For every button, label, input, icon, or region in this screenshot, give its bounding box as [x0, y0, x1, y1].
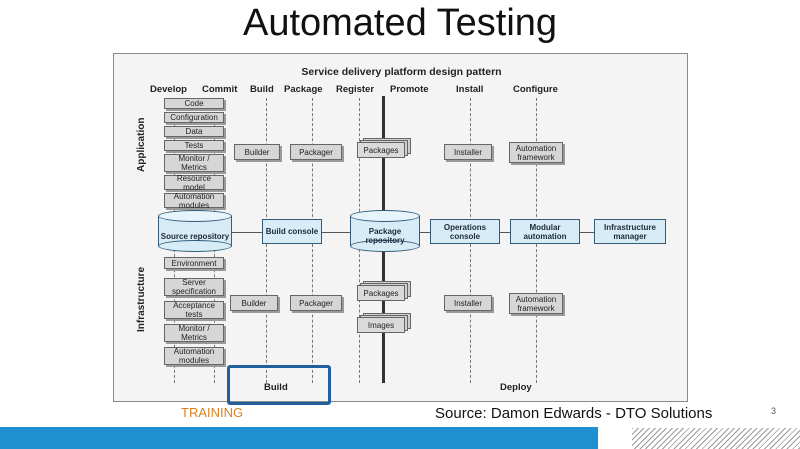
app-builder: Builder	[234, 144, 280, 160]
infra-images: Images	[357, 317, 405, 333]
column-package: Package	[284, 84, 323, 95]
bottom-label-build: Build	[264, 382, 288, 393]
app-packages: Packages	[357, 142, 405, 158]
column-commit: Commit	[202, 84, 238, 95]
app-packages-stack: Packages	[357, 138, 411, 164]
infra-item-acceptance-tests: Acceptance tests	[164, 301, 224, 319]
infra-automation-framework: Automation framework	[509, 293, 563, 314]
infra-images-stack: Images	[357, 313, 411, 339]
side-label-application: Application	[136, 117, 147, 172]
column-register: Register	[336, 84, 375, 95]
slide-title: Automated Testing	[242, 2, 558, 44]
infra-packages-stack: Packages	[357, 281, 411, 307]
source-citation: Source: Damon Edwards - DTO Solutions	[435, 405, 713, 422]
column-build: Build	[250, 84, 274, 95]
package-repository-cylinder: Package repository	[350, 210, 420, 252]
side-label-infrastructure: Infrastructure	[136, 266, 147, 332]
app-item-code: Code	[164, 98, 224, 109]
app-item-tests: Tests	[164, 140, 224, 151]
infra-item-server-specification: Server specification	[164, 278, 224, 296]
operations-console: Operations console	[430, 219, 500, 244]
app-item-configuration: Configuration	[164, 112, 224, 123]
page-number: 3	[771, 406, 777, 416]
app-installer: Installer	[444, 144, 492, 160]
app-item-resource-model: Resource model	[164, 174, 224, 192]
infra-installer: Installer	[444, 295, 492, 311]
modular-automation: Modular automation	[510, 219, 580, 244]
infra-item-automation-modules: Automation modules	[164, 347, 224, 365]
column-promote: Promote	[390, 84, 429, 95]
column-develop: Develop	[150, 84, 187, 95]
footer-hatch-pattern	[632, 428, 800, 449]
package-repository-label: Package repository	[365, 227, 405, 245]
infra-item-environment: Environment	[164, 257, 224, 269]
infra-packages: Packages	[357, 285, 405, 301]
column-install: Install	[456, 84, 484, 95]
footer-blue-bar	[0, 427, 598, 449]
app-item-monitor-metrics: Monitor / Metrics	[164, 154, 224, 172]
app-packager: Packager	[290, 144, 342, 160]
design-pattern-diagram: Service delivery platform design pattern…	[113, 53, 688, 402]
source-repository-cylinder: Source repository	[158, 210, 232, 252]
build-highlight-box	[227, 365, 331, 405]
infra-item-monitor-metrics: Monitor / Metrics	[164, 324, 224, 342]
infra-builder: Builder	[230, 295, 278, 311]
bottom-label-deploy: Deploy	[500, 382, 532, 393]
build-console: Build console	[262, 219, 322, 244]
app-item-data: Data	[164, 126, 224, 137]
app-automation-framework: Automation framework	[509, 142, 563, 163]
column-configure: Configure	[513, 84, 558, 95]
infra-packager: Packager	[290, 295, 342, 311]
training-label: TRAINING	[181, 405, 244, 420]
diagram-header: Service delivery platform design pattern	[301, 66, 502, 78]
infrastructure-manager: Infrastructure manager	[594, 219, 666, 244]
app-item-automation-modules: Automation modules	[164, 192, 224, 210]
source-repository-label: Source repository	[160, 231, 230, 241]
